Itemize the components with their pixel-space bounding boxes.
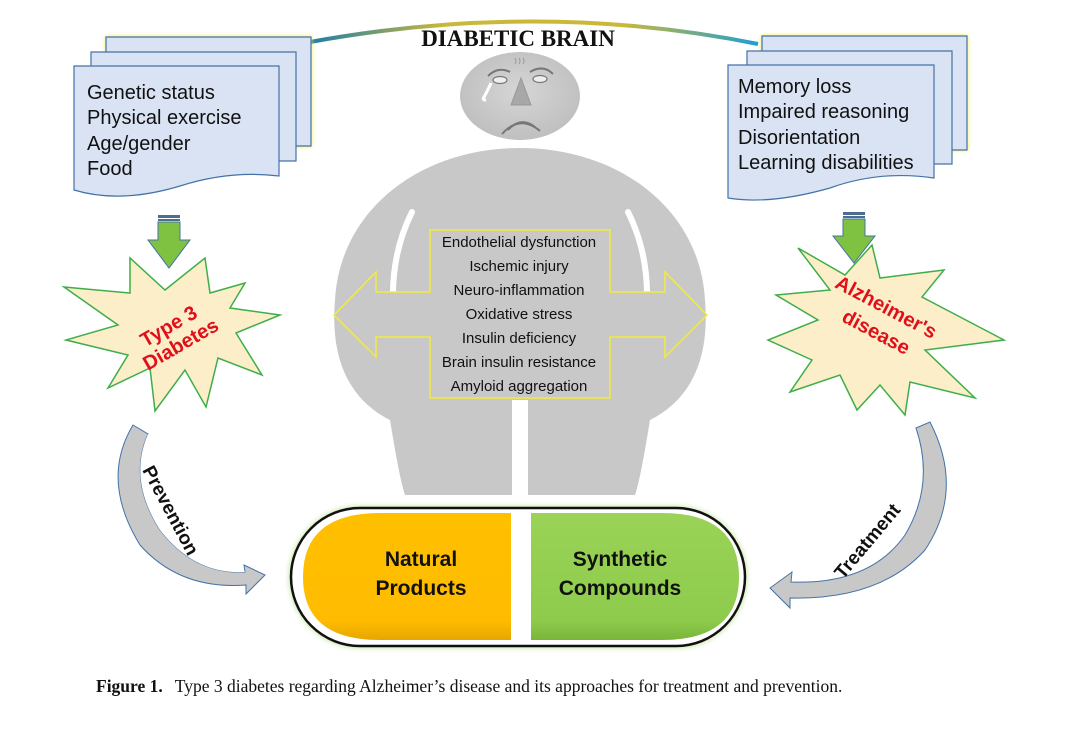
- top-connector-arc: [309, 19, 759, 46]
- prevention-curved-arrow: Prevention: [117, 424, 266, 596]
- natural-products-half: [303, 513, 511, 640]
- alzheimers-disease-burst: Alzheimer's disease: [766, 243, 1007, 417]
- diabetic-brain-diagram: DIABETIC BRAIN Genetic status Physical e…: [61, 19, 1007, 648]
- mechanisms-list: Endothelial dysfunction Ischemic injury …: [442, 234, 596, 395]
- mechanism-item: Insulin deficiency: [462, 330, 577, 347]
- figure-caption: Figure 1. Type 3 diabetes regarding Alzhe…: [96, 673, 974, 700]
- diagram-title: DIABETIC BRAIN: [421, 26, 615, 51]
- risk-factors-document: Genetic status Physical exercise Age/gen…: [73, 36, 312, 197]
- pill-left-label-line: Products: [375, 577, 466, 600]
- symptom-item: Memory loss: [738, 76, 851, 98]
- symptoms-document: Memory loss Impaired reasoning Disorient…: [727, 35, 968, 201]
- pill-right-label-line: Synthetic: [573, 548, 668, 571]
- sad-face-icon: [460, 52, 580, 140]
- figure-label: Figure 1.: [96, 676, 163, 696]
- mechanism-item: Oxidative stress: [466, 306, 573, 323]
- symptom-item: Disorientation: [738, 127, 860, 149]
- treatment-pill: Natural Products Synthetic Compounds: [289, 506, 747, 648]
- risk-factor-item: Genetic status: [87, 82, 215, 104]
- mechanism-item: Brain insulin resistance: [442, 354, 596, 371]
- type3-diabetes-burst: Type 3 Diabetes: [61, 256, 283, 413]
- risk-factor-item: Food: [87, 158, 133, 180]
- treatment-curved-arrow: Treatment: [769, 421, 947, 610]
- risk-factor-item: Age/gender: [87, 133, 191, 155]
- pill-left-label-line: Natural: [385, 548, 457, 571]
- right-down-arrow-icon: [831, 212, 877, 264]
- mechanism-item: Endothelial dysfunction: [442, 234, 596, 251]
- caption-text: Type 3 diabetes regarding Alzheimer’s di…: [174, 676, 843, 696]
- double-arrow-outline: [332, 229, 709, 399]
- mechanism-item: Neuro-inflammation: [454, 282, 585, 299]
- mechanism-item: Ischemic injury: [469, 258, 569, 275]
- risk-factor-item: Physical exercise: [87, 107, 242, 129]
- left-down-arrow-icon: [147, 215, 191, 269]
- mechanism-item: Amyloid aggregation: [451, 378, 588, 395]
- pill-right-label-line: Compounds: [559, 577, 681, 600]
- symptom-item: Impaired reasoning: [738, 101, 909, 123]
- symptom-item: Learning disabilities: [738, 152, 914, 174]
- synthetic-compounds-half: [531, 513, 739, 640]
